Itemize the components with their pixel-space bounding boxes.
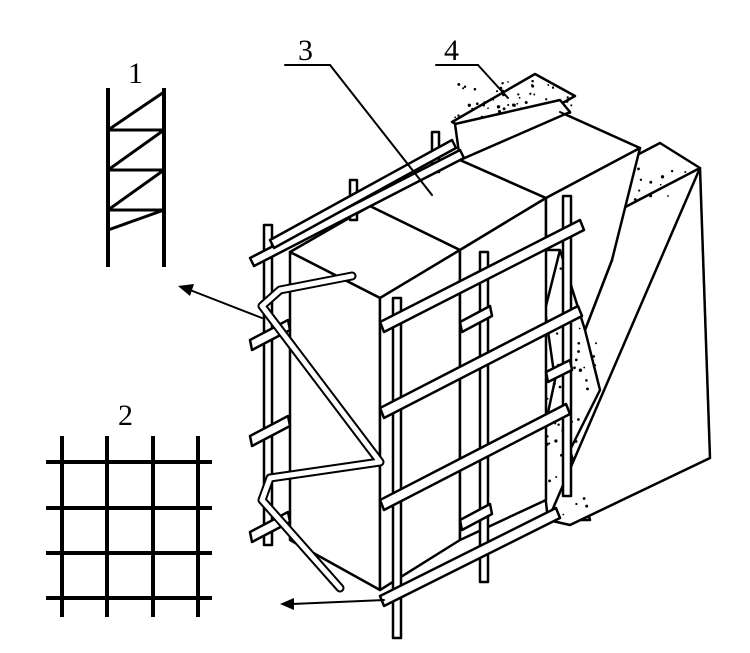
plaster-speck	[554, 439, 558, 443]
plaster-speck	[586, 387, 589, 391]
plaster-speck	[482, 104, 486, 107]
reinforcement-cage	[248, 130, 586, 640]
plaster-speck	[639, 178, 643, 181]
plaster-speck	[633, 198, 637, 201]
plaster-speck	[473, 87, 477, 91]
plaster-speck	[578, 327, 581, 330]
plaster-speck	[659, 183, 662, 186]
plaster-speck	[592, 355, 596, 358]
plaster-speck	[585, 504, 589, 508]
plaster-speck	[577, 350, 580, 353]
plaster-speck	[638, 189, 641, 192]
plaster-speck	[660, 175, 665, 179]
plaster-speck	[583, 366, 586, 369]
plaster-speck	[593, 364, 597, 367]
plaster-speck	[649, 194, 653, 198]
plaster-speck	[496, 105, 501, 109]
plaster-speck	[552, 382, 556, 386]
plaster-speck	[495, 90, 499, 93]
plaster-speck	[507, 81, 509, 83]
plaster-speck	[547, 84, 550, 86]
plaster-speck	[649, 180, 653, 184]
plaster-speck	[548, 442, 551, 445]
plaster-speck	[578, 368, 583, 372]
plaster-speck	[492, 98, 495, 101]
plaster-speck	[595, 342, 597, 345]
plaster-speck	[518, 96, 521, 99]
label-plaster: 4	[444, 34, 459, 67]
mesh-reinforcement-detail	[46, 436, 212, 617]
plaster-speck	[502, 107, 506, 111]
plaster-speck	[533, 93, 536, 96]
plaster-speck	[531, 84, 535, 88]
plaster-speck	[476, 102, 479, 105]
plaster-speck	[637, 167, 640, 171]
plaster-speck	[462, 87, 465, 90]
plaster-speck	[557, 423, 560, 427]
plaster-speck	[585, 379, 588, 382]
plaster-speck	[562, 513, 565, 516]
plaster-speck	[512, 103, 516, 107]
plaster-speck	[570, 104, 573, 107]
plaster-speck	[457, 82, 461, 86]
plaster-speck	[575, 502, 578, 506]
plaster-speck	[670, 169, 674, 173]
plaster-speck	[566, 96, 569, 99]
plaster-speck	[555, 476, 558, 478]
pointer-arrows	[178, 284, 385, 610]
plaster-speck	[516, 102, 519, 105]
plaster-speck	[507, 103, 510, 107]
plaster-speck	[517, 93, 520, 96]
plaster-speck	[463, 85, 467, 89]
label-block: 3	[298, 34, 313, 67]
plaster-speck	[471, 107, 474, 110]
plaster-speck	[559, 267, 563, 270]
plaster-speck	[574, 358, 578, 362]
plaster-speck	[467, 103, 471, 107]
callout-leaders	[284, 64, 509, 196]
plaster-speck	[667, 195, 669, 197]
plaster-speck	[551, 86, 555, 89]
plaster-speck	[548, 479, 552, 483]
plaster-speck	[524, 101, 528, 104]
plaster-speck	[577, 341, 581, 345]
plaster-speck	[558, 385, 562, 389]
plaster-speck	[555, 332, 559, 335]
plaster-speck	[573, 366, 576, 370]
plaster-speck	[529, 92, 532, 95]
concrete-blocks	[288, 98, 642, 592]
plaster-speck	[638, 198, 640, 201]
plaster-speck	[457, 114, 460, 117]
plaster-speck	[574, 439, 578, 443]
label-mesh: 2	[118, 399, 133, 432]
plaster-speck	[565, 99, 569, 103]
plaster-speck	[684, 171, 687, 173]
plaster-speck	[454, 116, 456, 119]
plaster-speck	[487, 107, 489, 110]
plaster-speck	[483, 101, 486, 104]
plaster-speck	[577, 418, 580, 421]
plaster-speck	[531, 79, 534, 83]
plaster-speck	[545, 98, 548, 101]
plaster-speck	[582, 497, 586, 500]
plaster-speck	[501, 81, 504, 85]
label-ladder: 1	[128, 57, 143, 90]
ladder-reinforcement-detail	[106, 88, 166, 267]
